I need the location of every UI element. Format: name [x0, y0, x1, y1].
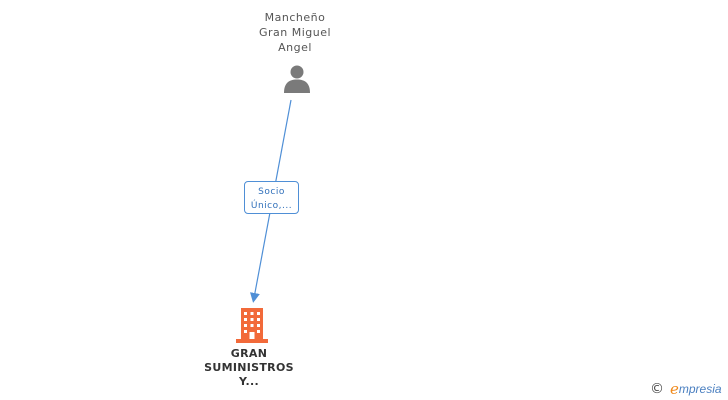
company-name-line-3: Y... [239, 375, 259, 388]
person-name-line-3: Angel [278, 41, 312, 54]
person-name[interactable]: Mancheño Gran Miguel Angel [236, 10, 354, 55]
company-name-line-2: SUMINISTROS [204, 361, 294, 374]
person-name-line-2: Gran Miguel [258, 26, 332, 39]
relation-label-line-1: Socio [258, 187, 285, 197]
brand-text: mpresia [678, 382, 722, 396]
person-name-line-1: Mancheño [264, 11, 326, 24]
brand-logo: © e mpresia [650, 380, 722, 398]
company-name[interactable]: GRAN SUMINISTROS Y... [194, 347, 304, 389]
copyright-icon: © [650, 381, 664, 397]
company-name-line-1: GRAN [230, 347, 268, 360]
brand-initial: e [670, 380, 679, 398]
person-icon[interactable] [282, 64, 312, 94]
building-icon[interactable] [236, 308, 268, 343]
relation-label-line-2: Único,... [250, 201, 293, 211]
relation-label[interactable]: Socio Único,... [244, 181, 299, 214]
